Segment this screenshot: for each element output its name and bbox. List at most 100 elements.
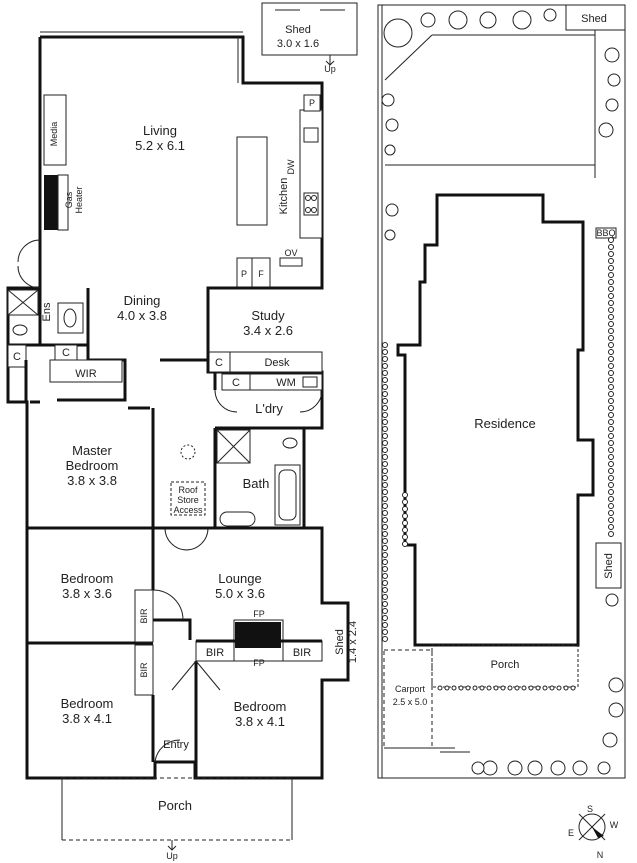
outer-walls [6,35,350,780]
bbq-label: BBQ [596,228,615,238]
cooktop-icon [303,192,319,216]
hedge-dot [608,496,614,502]
hedge-dot [608,503,614,509]
hedge-dot [608,461,614,467]
hedge-dot [608,342,614,348]
study-size: 3.4 x 2.6 [243,323,293,338]
tree-icon [604,47,620,63]
hedge-dot [382,517,388,523]
up-front-label: Up [166,851,178,861]
hedge-dot [382,384,388,390]
roof-store-1: Roof [178,485,198,495]
hedge-dot [382,594,388,600]
hedge-dot [563,685,569,691]
ens-label: Ens [41,302,53,321]
lounge-name: Lounge [218,571,261,586]
tree-icon [597,761,611,775]
compass: S W E N [568,804,619,860]
hedge-dot [608,475,614,481]
residence-outline [396,193,595,647]
hedge-dot [549,685,555,691]
laundry-cupboard-label: C [232,377,240,389]
dining-name: Dining [124,293,161,308]
hedge-dot [382,580,388,586]
media-label: Media [49,122,59,147]
pantry-label-2: P [241,269,247,279]
hedge-dot [608,524,614,530]
hedge-dot [507,685,513,691]
hedge-dot [556,685,562,691]
compass-s: S [587,804,593,814]
site-shed-right-label: Shed [603,553,615,579]
hedge-dot [608,440,614,446]
hedge-dot [402,499,408,505]
hedge-dot [542,685,548,691]
hedge-dot [608,398,614,404]
hedge-dot [402,492,408,498]
hedge-dot [608,370,614,376]
hedge-dot [608,363,614,369]
bedroom3-name: Bedroom [234,699,287,714]
hedge-dot [382,489,388,495]
hedge-dot [382,629,388,635]
tree-icon [420,12,436,28]
hedge-dot [382,524,388,530]
wir-label: WIR [75,368,96,380]
hedge-dot [382,419,388,425]
master-name: Master [72,443,112,458]
hedge-dot [608,510,614,516]
carport-size: 2.5 x 5.0 [393,697,428,707]
tree-icon [512,10,532,30]
hedge-dot [608,321,614,327]
hedge-dot [382,636,388,642]
hedge-dot [382,510,388,516]
tree-icon [543,8,557,22]
fridge-label: F [258,269,264,279]
hedge-dot [382,496,388,502]
compass-e: E [568,828,574,838]
hedge-dot [528,685,534,691]
hedge-dot [382,426,388,432]
hedge-dot [465,685,471,691]
bir-label-4: BIR [293,647,311,659]
living-name: Living [143,123,177,138]
media-unit [43,94,67,166]
hedge-dot [382,503,388,509]
hedge-dot [382,398,388,404]
shed-side-name: Shed [334,629,346,655]
hedge-dot [570,685,576,691]
tree-icon [384,144,396,156]
hedge-dot [402,513,408,519]
shed-top-up: Up [324,64,336,74]
tree-icon [550,760,566,776]
hedge-dot [402,541,408,547]
hedge-dot [608,433,614,439]
hedge-dot [608,356,614,362]
hedge-dot [382,573,388,579]
gas-heater-label-2: Heater [74,186,84,213]
hedge-dot [608,489,614,495]
hedge-dot [382,377,388,383]
hedge-dot [382,412,388,418]
bir-label-3: BIR [206,647,224,659]
hedge-dot [382,482,388,488]
hedge-dot [514,685,520,691]
shed-right-top [565,4,626,31]
shed-top-size: 3.0 x 1.6 [277,38,319,50]
tree-icon [448,10,468,30]
hedge-dot [608,468,614,474]
bedroom1-name: Bedroom [61,571,114,586]
shed-side-size: 1.4 x 2.4 [347,621,359,663]
house-plan [6,2,358,851]
hedge-dot [382,454,388,460]
gas-heater-label-1: Gas [64,191,74,208]
tree-icon [479,11,497,29]
tree-icon [385,118,399,132]
hedge-dot [402,520,408,526]
tree-icon [381,93,395,107]
hedge-dot [382,461,388,467]
hedge-dot [608,517,614,523]
tree-icon [608,677,624,693]
hedge-dot [521,685,527,691]
hedge-dot [608,307,614,313]
